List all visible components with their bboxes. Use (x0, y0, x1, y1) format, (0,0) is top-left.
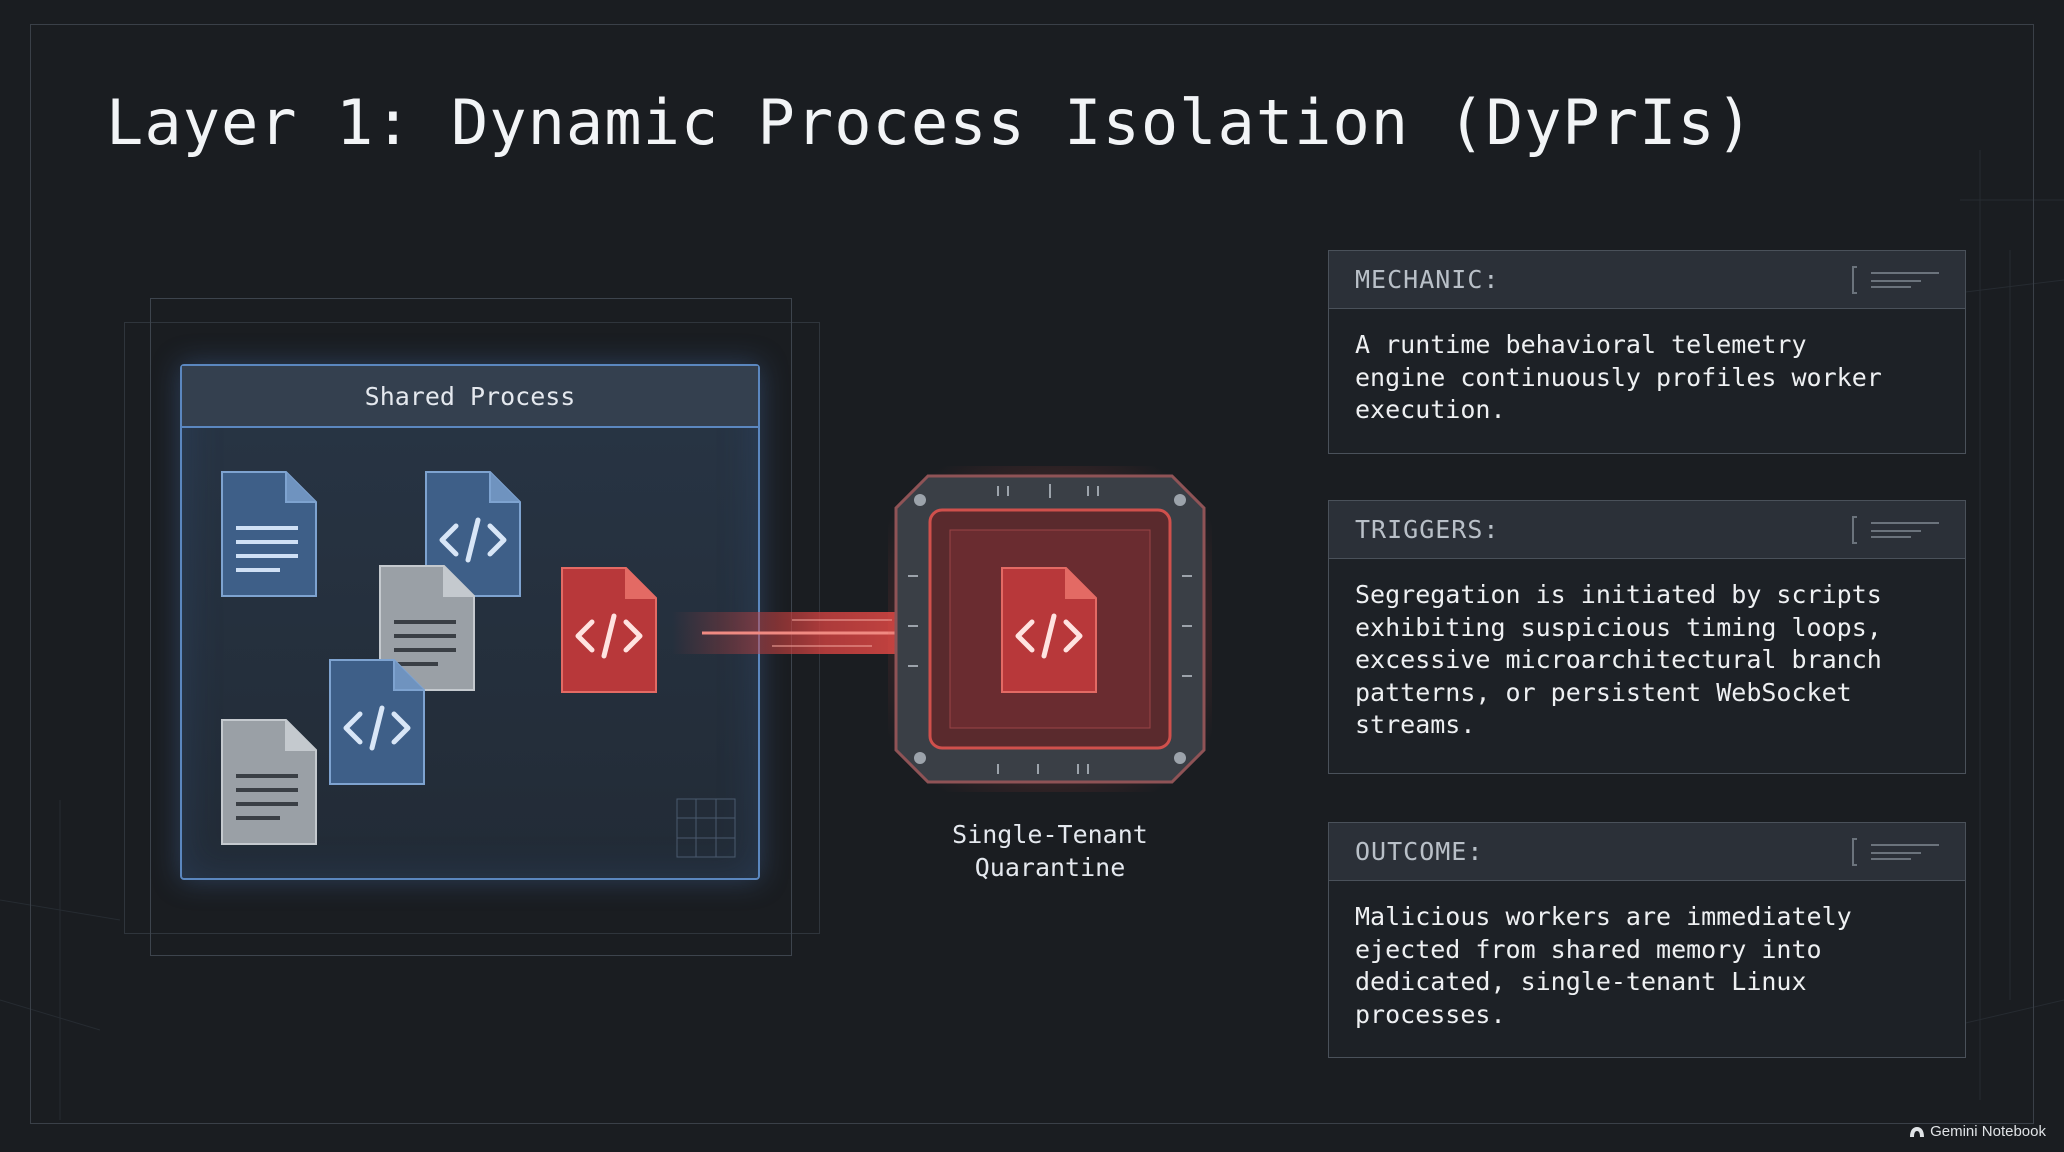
text-document-icon (221, 471, 317, 597)
page-title: Layer 1: Dynamic Process Isolation (DyPr… (106, 86, 1755, 159)
mechanic-card-header: MECHANIC: (1329, 251, 1965, 309)
slide-frame (30, 24, 2034, 1124)
ejection-arrow (672, 580, 978, 686)
quarantine-chip (888, 466, 1212, 792)
mechanic-card-heading: MECHANIC: (1355, 265, 1500, 294)
card-decoration-icon (1852, 516, 1939, 544)
triggers-card-body: Segregation is initiated by scripts exhi… (1355, 580, 1882, 739)
quarantine-label: Single-Tenant Quarantine (900, 818, 1200, 884)
card-decoration-icon (1852, 266, 1939, 294)
text-document-icon (221, 719, 317, 845)
outcome-card-heading: OUTCOME: (1355, 837, 1484, 866)
triggers-card-heading: TRIGGERS: (1355, 515, 1500, 544)
card-decoration-icon (1852, 838, 1939, 866)
mechanic-card: MECHANIC: A runtime behavioral telemetry… (1328, 250, 1966, 454)
grid-decoration (676, 798, 736, 858)
quarantine-label-line1: Single-Tenant (952, 820, 1148, 849)
outcome-card-header: OUTCOME: (1329, 823, 1965, 881)
code-document-icon (425, 471, 521, 597)
malicious-code-document-icon (561, 567, 657, 693)
brand-label: Gemini Notebook (1930, 1123, 2046, 1140)
mechanic-card-body: A runtime behavioral telemetry engine co… (1355, 330, 1882, 424)
code-document-icon (329, 659, 425, 785)
triggers-card: TRIGGERS: Segregation is initiated by sc… (1328, 500, 1966, 774)
outcome-card-body: Malicious workers are immediately ejecte… (1355, 902, 1852, 1029)
outcome-card: OUTCOME: Malicious workers are immediate… (1328, 822, 1966, 1058)
shared-process-label: Shared Process (182, 366, 758, 428)
gemini-logo-icon (1910, 1126, 1925, 1137)
text-document-icon (379, 565, 475, 691)
triggers-card-header: TRIGGERS: (1329, 501, 1965, 559)
brand-mark: Gemini Notebook (1909, 1123, 2046, 1140)
quarantine-label-line2: Quarantine (974, 853, 1126, 882)
shared-process-box: Shared Process (180, 364, 760, 880)
